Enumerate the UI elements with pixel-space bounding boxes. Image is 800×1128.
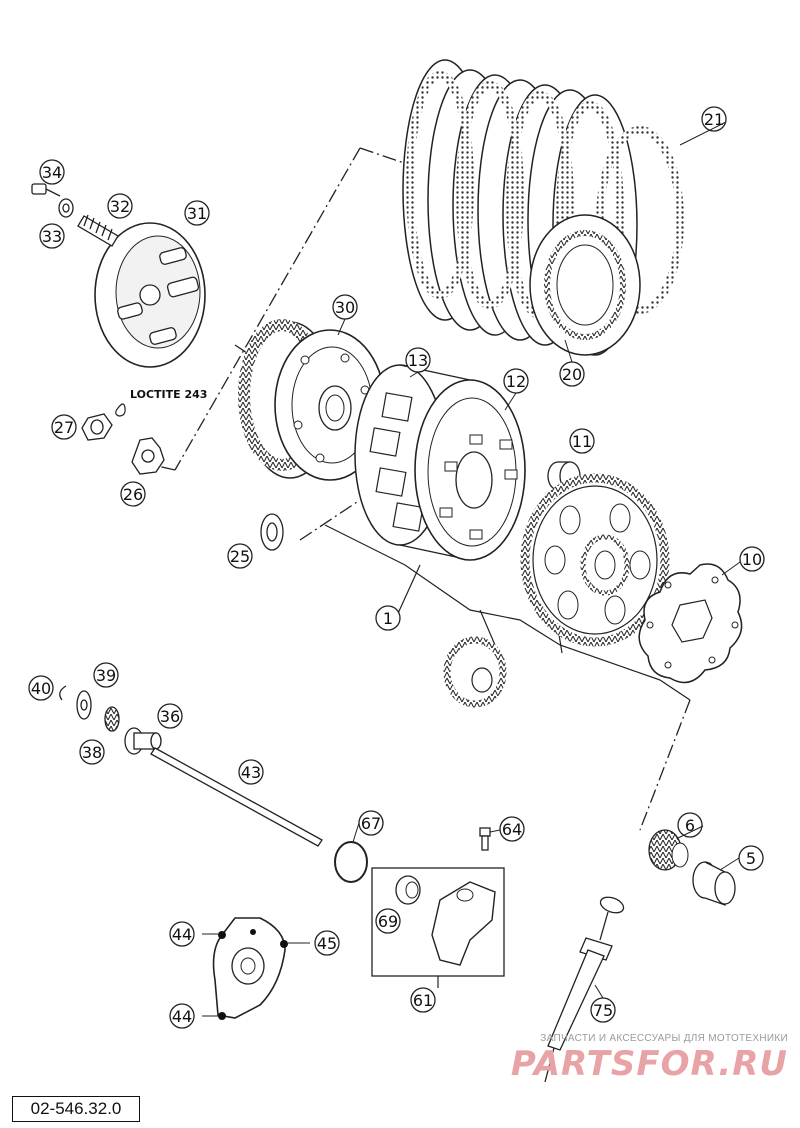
label-12: 12 bbox=[506, 372, 526, 391]
needle-bearing bbox=[648, 829, 689, 871]
grease-syringe bbox=[544, 896, 625, 1083]
callout-1 bbox=[375, 605, 401, 631]
label-11: 11 bbox=[572, 432, 592, 451]
callout-32 bbox=[107, 193, 133, 219]
label-61: 61 bbox=[413, 991, 433, 1010]
callouts bbox=[28, 106, 765, 1029]
label-20: 20 bbox=[562, 365, 582, 384]
label-1: 1 bbox=[383, 609, 393, 628]
small-bolt bbox=[479, 827, 491, 851]
label-21: 21 bbox=[704, 110, 724, 129]
label-10: 10 bbox=[742, 550, 762, 569]
label-36: 36 bbox=[160, 707, 180, 726]
callout-33 bbox=[39, 223, 65, 249]
o-ring bbox=[334, 841, 368, 883]
lock-washer bbox=[131, 437, 165, 475]
label-67: 67 bbox=[361, 814, 381, 833]
label-34: 34 bbox=[42, 163, 62, 182]
push-rod-parts bbox=[59, 685, 323, 847]
callout-38 bbox=[79, 739, 105, 765]
label-31: 31 bbox=[187, 204, 207, 223]
label-38: 38 bbox=[82, 743, 102, 762]
label-39: 39 bbox=[96, 666, 116, 685]
watermark-tagline: ЗАПЧАСТИ И АКСЕССУАРЫ ДЛЯ МОТОТЕХНИКИ bbox=[540, 1033, 788, 1044]
slave-cylinder-cover bbox=[202, 917, 310, 1020]
label-64: 64 bbox=[502, 820, 522, 839]
bolt-spring-set bbox=[31, 183, 119, 247]
bushing-sleeve bbox=[692, 861, 736, 906]
hub-nut bbox=[81, 413, 113, 441]
callout-36 bbox=[157, 703, 183, 729]
label-43: 43 bbox=[241, 763, 261, 782]
callout-11 bbox=[569, 428, 595, 454]
callout-25 bbox=[227, 543, 253, 569]
label-33: 33 bbox=[42, 227, 62, 246]
callout-39 bbox=[93, 662, 119, 688]
callout-numbers: 34 33 32 31 30 27 26 25 21 20 13 12 11 1… bbox=[31, 110, 762, 1026]
loctite-drop-icon bbox=[115, 403, 126, 417]
pressure-plate bbox=[94, 222, 206, 368]
primary-gear bbox=[520, 473, 670, 647]
callout-27 bbox=[51, 414, 77, 440]
label-6: 6 bbox=[685, 816, 695, 835]
callout-43 bbox=[238, 759, 264, 785]
loctite-label: LOCTITE 243 bbox=[130, 388, 207, 401]
callout-44b bbox=[169, 1003, 195, 1029]
label-5: 5 bbox=[746, 849, 756, 868]
leader-lines bbox=[324, 524, 691, 701]
label-13: 13 bbox=[408, 351, 428, 370]
callout-40 bbox=[28, 675, 54, 701]
callout-leaders bbox=[337, 121, 741, 999]
label-75: 75 bbox=[593, 1001, 613, 1020]
label-44-bottom: 44 bbox=[172, 1007, 192, 1026]
callout-34 bbox=[39, 159, 65, 185]
callout-69 bbox=[375, 908, 401, 934]
damper-plate bbox=[638, 563, 743, 684]
watermark-brand: PARTSFOR.RU bbox=[510, 1044, 788, 1084]
shim bbox=[260, 513, 284, 551]
label-26: 26 bbox=[123, 485, 143, 504]
callout-10 bbox=[739, 546, 765, 572]
callout-31 bbox=[184, 200, 210, 226]
label-69: 69 bbox=[378, 912, 398, 931]
callout-44a bbox=[169, 921, 195, 947]
callout-45 bbox=[314, 930, 340, 956]
label-27: 27 bbox=[54, 418, 74, 437]
label-45: 45 bbox=[317, 934, 337, 953]
callout-6 bbox=[677, 812, 703, 838]
clutch-plate-stack bbox=[402, 59, 684, 356]
clutch-basket bbox=[354, 364, 526, 561]
label-40: 40 bbox=[31, 679, 51, 698]
label-30: 30 bbox=[335, 298, 355, 317]
label-32: 32 bbox=[110, 197, 130, 216]
slave-cylinder-kit bbox=[371, 867, 505, 988]
label-25: 25 bbox=[230, 547, 250, 566]
callout-61 bbox=[410, 987, 436, 1013]
small-gear bbox=[443, 636, 507, 708]
label-44-top: 44 bbox=[172, 925, 192, 944]
callout-64 bbox=[499, 816, 525, 842]
callout-26 bbox=[120, 481, 146, 507]
catalog-code: 02-546.32.0 bbox=[12, 1096, 140, 1122]
